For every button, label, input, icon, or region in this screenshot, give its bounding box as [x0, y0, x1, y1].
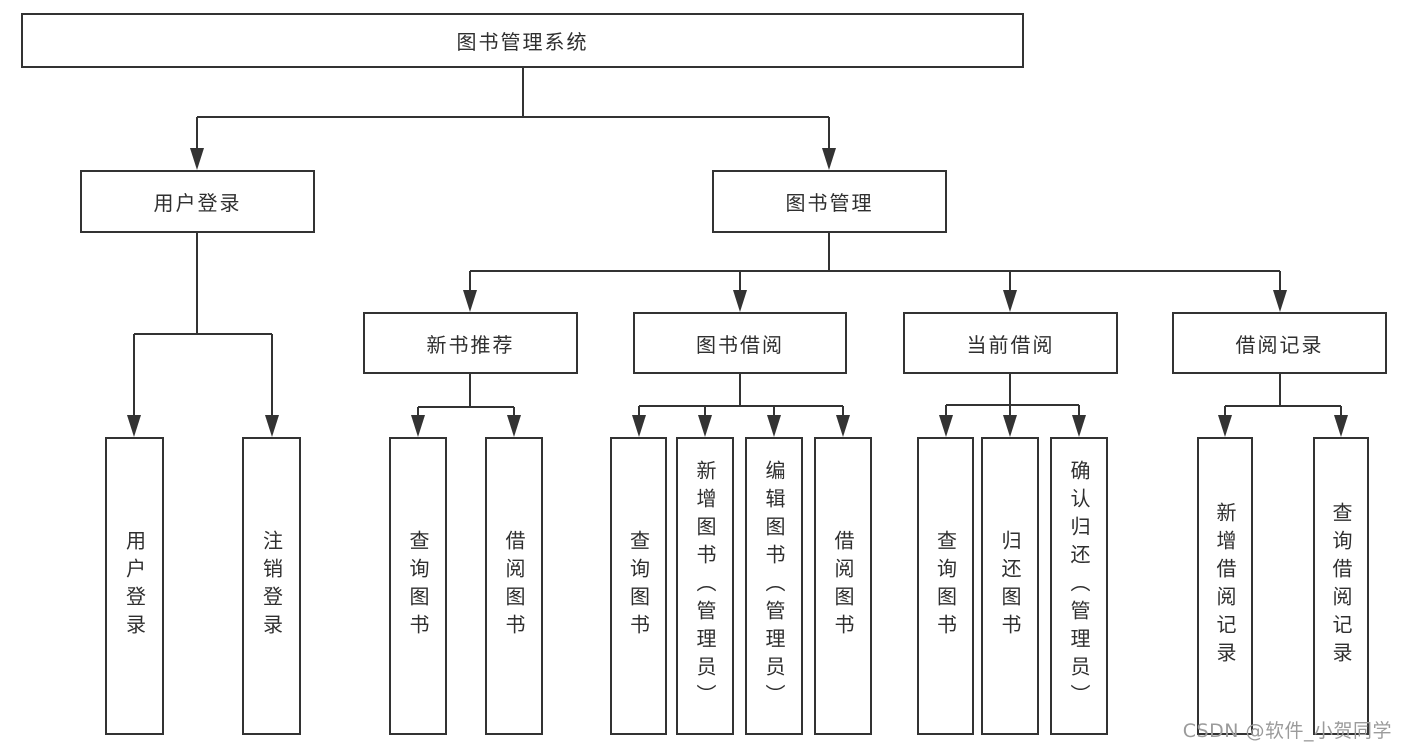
leaf-add-books-admin: 新增图书（管理员） — [676, 437, 734, 735]
leaf-edit-books-admin: 编辑图书（管理员） — [745, 437, 803, 735]
node-label: 归还图书 — [998, 530, 1022, 642]
node-current-borrowing: 当前借阅 — [903, 312, 1118, 374]
node-library-system: 图书管理系统 — [21, 13, 1024, 68]
node-label: 确认归还（管理员） — [1067, 460, 1091, 712]
node-label: 图书管理 — [785, 191, 874, 215]
node-label: 借阅记录 — [1235, 332, 1324, 357]
leaf-borrow-books-recommend: 借阅图书 — [485, 437, 543, 735]
node-label: 查询图书 — [406, 530, 430, 642]
node-label: 新增借阅记录 — [1213, 502, 1237, 670]
leaf-add-borrow-record: 新增借阅记录 — [1197, 437, 1253, 735]
csdn-watermark: CSDN @软件_小贺同学 — [1182, 720, 1392, 742]
node-label: 借阅图书 — [502, 530, 526, 642]
node-book-management: 图书管理 — [712, 170, 947, 233]
leaf-search-books-borrowing: 查询图书 — [610, 437, 667, 735]
node-user-login-branch: 用户登录 — [80, 170, 315, 233]
leaf-search-books-current: 查询图书 — [917, 437, 974, 735]
leaf-confirm-return-admin: 确认归还（管理员） — [1050, 437, 1108, 735]
node-label: 借阅图书 — [831, 530, 855, 642]
node-label: 编辑图书（管理员） — [762, 460, 786, 712]
leaf-logout: 注销登录 — [242, 437, 301, 735]
node-new-book-recommend: 新书推荐 — [363, 312, 578, 374]
node-label: 当前借阅 — [966, 332, 1055, 357]
leaf-search-books-recommend: 查询图书 — [389, 437, 447, 735]
node-label: 用户登录 — [122, 530, 147, 642]
node-label: 查询借阅记录 — [1329, 502, 1353, 670]
node-label: 图书借阅 — [696, 332, 784, 357]
node-borrow-records: 借阅记录 — [1172, 312, 1387, 374]
leaf-search-borrow-record: 查询借阅记录 — [1313, 437, 1369, 735]
leaf-borrow-books-borrowing: 借阅图书 — [814, 437, 872, 735]
node-label: 图书管理系统 — [456, 30, 589, 54]
leaf-user-login: 用户登录 — [105, 437, 164, 735]
node-label: 查询图书 — [933, 530, 958, 642]
node-label: 注销登录 — [259, 530, 284, 642]
node-label: 查询图书 — [626, 530, 651, 642]
leaf-return-books: 归还图书 — [981, 437, 1039, 735]
node-book-borrowing: 图书借阅 — [633, 312, 847, 374]
node-label: 用户登录 — [153, 191, 242, 215]
node-label: 新增图书（管理员） — [693, 460, 717, 712]
node-label: 新书推荐 — [426, 332, 515, 357]
